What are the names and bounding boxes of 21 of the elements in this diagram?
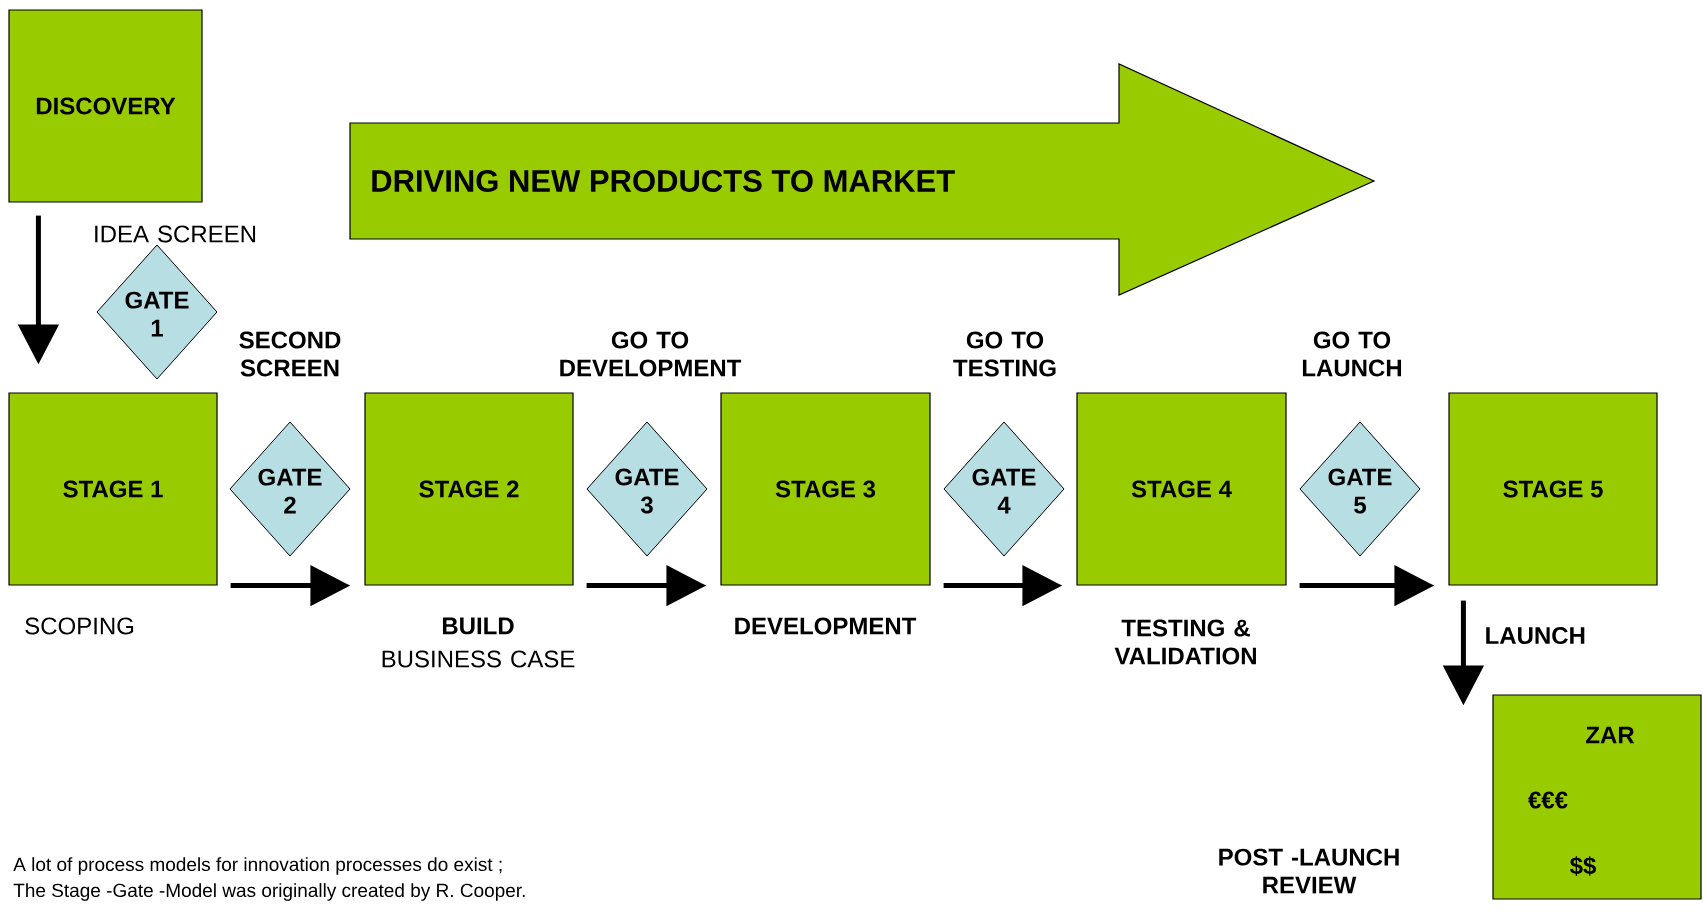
process-box: DISCOVERY xyxy=(8,9,203,203)
gate-label: GO TO LAUNCH xyxy=(1302,331,1402,377)
stage-box: STAGE 5 xyxy=(1448,392,1658,586)
review-label: POST -LAUNCH REVIEW xyxy=(1219,848,1399,894)
gate-label: IDEA SCREEN xyxy=(95,225,256,243)
note-text: A lot of process models for innovation processes do exist ; xyxy=(13,857,502,875)
note-text: The Stage -Gate -Model was originally created by R. Cooper. xyxy=(13,883,525,901)
value-box: ZAR €€€ $$ xyxy=(1492,694,1702,900)
gate-label: GO TO TESTING xyxy=(953,331,1056,377)
stage-label: DEVELOPMENT xyxy=(735,617,917,635)
stage-label: BUILD xyxy=(442,617,514,635)
stage-label: SCOPING xyxy=(25,617,134,635)
edge-label: LAUNCH xyxy=(1486,627,1585,645)
stage-box: STAGE 1 xyxy=(8,392,218,586)
stage-box: STAGE 3 xyxy=(720,392,931,586)
stage-label: BUSINESS CASE xyxy=(382,650,575,668)
gate-label: SECOND SCREEN xyxy=(239,331,341,377)
stage-box: STAGE 4 xyxy=(1076,392,1287,586)
gate-label: GO TO DEVELOPMENT xyxy=(560,331,742,377)
stage-label: TESTING & VALIDATION xyxy=(1114,619,1256,665)
stage-box: STAGE 2 xyxy=(364,392,574,586)
